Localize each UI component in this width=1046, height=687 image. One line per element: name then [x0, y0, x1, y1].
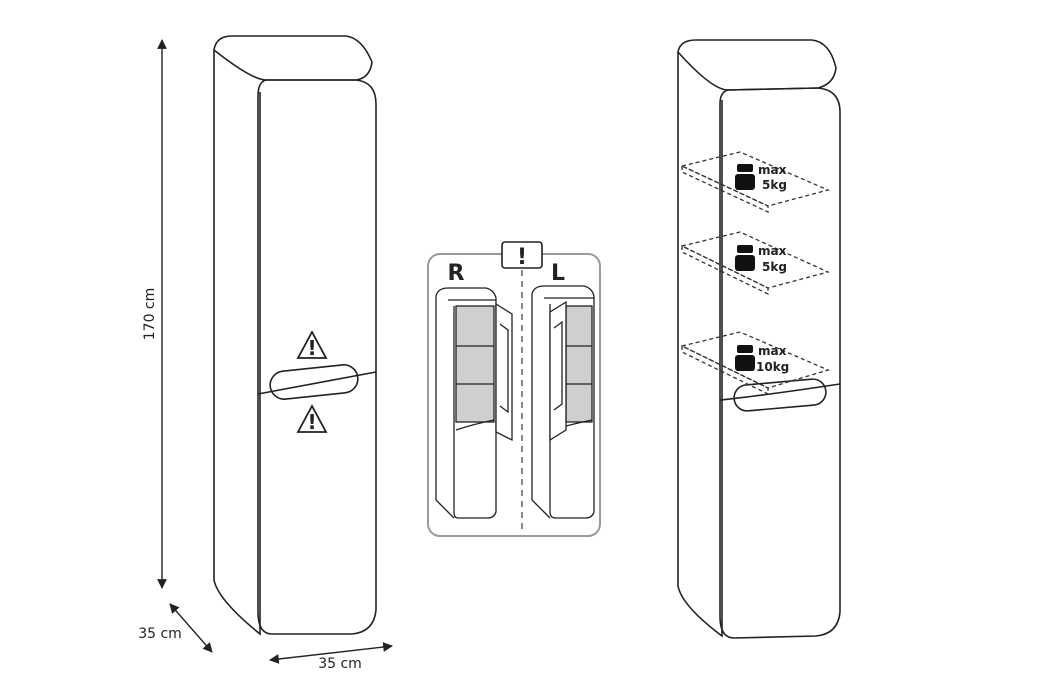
cabinet-left [213, 35, 377, 636]
warning-lower-icon: ! [296, 404, 328, 434]
hinge-right-label: R [448, 261, 465, 286]
weight-icon [735, 345, 755, 371]
shelf-1-weight: max 5kg [735, 163, 787, 192]
hinge-options-panel: ! R L [427, 241, 601, 537]
warning-upper-label: ! [307, 336, 316, 360]
hinge-left-label: L [551, 261, 565, 286]
dimension-height: 170 cm [142, 39, 167, 589]
shelf-3 [680, 331, 830, 396]
warning-lower-label: ! [307, 410, 316, 434]
shelf-2-weight-value: 5kg [762, 260, 787, 274]
dimension-width: 35 cm [269, 642, 393, 672]
shelf-3-weight-max: max [758, 344, 787, 358]
width-label: 35 cm [318, 656, 362, 672]
warning-upper-icon: ! [296, 330, 328, 360]
cabinet-right-hinge [435, 287, 513, 519]
dimension-depth: 35 cm [138, 603, 213, 653]
weight-icon [735, 245, 755, 271]
shelf-2 [680, 231, 830, 296]
cabinet-left-side [213, 50, 261, 636]
weight-icon [735, 164, 755, 190]
alert-box [501, 241, 543, 269]
shelf-1-weight-max: max [758, 163, 787, 177]
cabinet-shelves [677, 39, 841, 639]
height-label: 170 cm [142, 288, 158, 341]
shelf-3-weight-value: 10kg [756, 360, 789, 374]
shelf-1-weight-value: 5kg [762, 178, 787, 192]
shelf-3-weight: max 10kg [735, 344, 789, 374]
shelf-1 [680, 151, 830, 214]
cabinet-left-top [213, 35, 373, 81]
depth-label: 35 cm [138, 626, 182, 642]
cabinet-shelves-handle [733, 378, 827, 412]
shelf-2-weight-max: max [758, 244, 787, 258]
cabinet-left-hinge [531, 285, 595, 519]
cabinet-left-handle [269, 364, 359, 400]
alert-label: ! [517, 245, 527, 270]
cabinet-left-front [257, 79, 377, 635]
shelf-2-weight: max 5kg [735, 244, 787, 274]
cabinet-shelves-top [677, 39, 837, 91]
cabinet-shelves-front [719, 87, 841, 639]
cabinet-shelves-side [677, 52, 723, 638]
